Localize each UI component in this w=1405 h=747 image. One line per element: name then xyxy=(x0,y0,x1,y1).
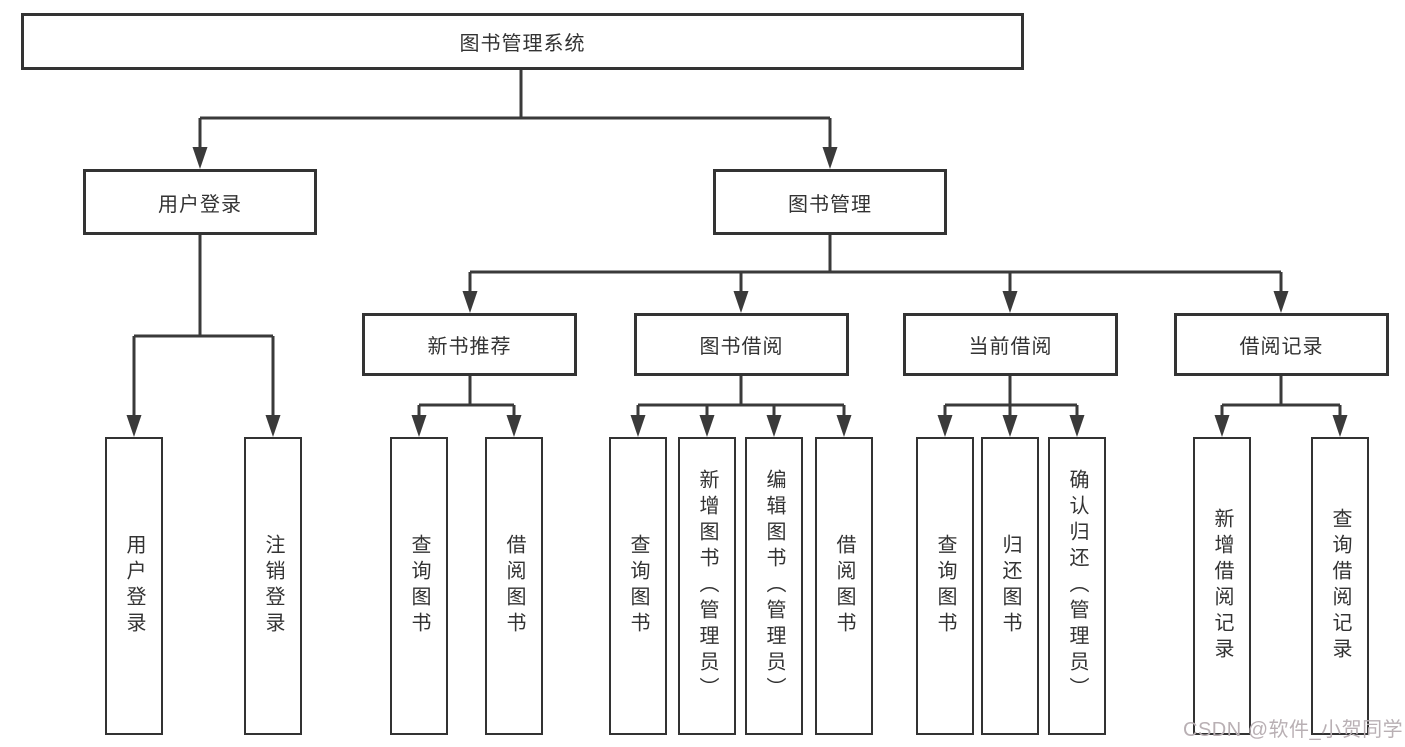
node-current-borrow: 当前借阅 xyxy=(903,313,1118,376)
csdn-watermark: CSDN @软件_小贺同学 xyxy=(1183,719,1404,741)
node-new-book-recommend: 新书推荐 xyxy=(362,313,577,376)
node-root-system: 图书管理系统 xyxy=(21,13,1024,70)
leaf-query-books-borrow: 查询图书 xyxy=(609,437,667,735)
node-book-borrow: 图书借阅 xyxy=(634,313,849,376)
leaf-borrow-books: 借阅图书 xyxy=(815,437,873,735)
leaf-return-book: 归还图书 xyxy=(981,437,1039,735)
leaf-user-login: 用户登录 xyxy=(105,437,163,735)
leaf-query-books-recommend: 查询图书 xyxy=(390,437,448,735)
leaf-edit-book-admin: 编辑图书（管理员） xyxy=(745,437,803,735)
leaf-add-borrow-record: 新增借阅记录 xyxy=(1193,437,1251,735)
leaf-borrow-books-recommend: 借阅图书 xyxy=(485,437,543,735)
node-user-login: 用户登录 xyxy=(83,169,317,235)
node-book-management: 图书管理 xyxy=(713,169,947,235)
node-borrow-records: 借阅记录 xyxy=(1174,313,1389,376)
leaf-query-borrow-record: 查询借阅记录 xyxy=(1311,437,1369,735)
leaf-query-books-current: 查询图书 xyxy=(916,437,974,735)
leaf-logout: 注销登录 xyxy=(244,437,302,735)
leaf-add-book-admin: 新增图书（管理员） xyxy=(678,437,736,735)
leaf-confirm-return-admin: 确认归还（管理员） xyxy=(1048,437,1106,735)
